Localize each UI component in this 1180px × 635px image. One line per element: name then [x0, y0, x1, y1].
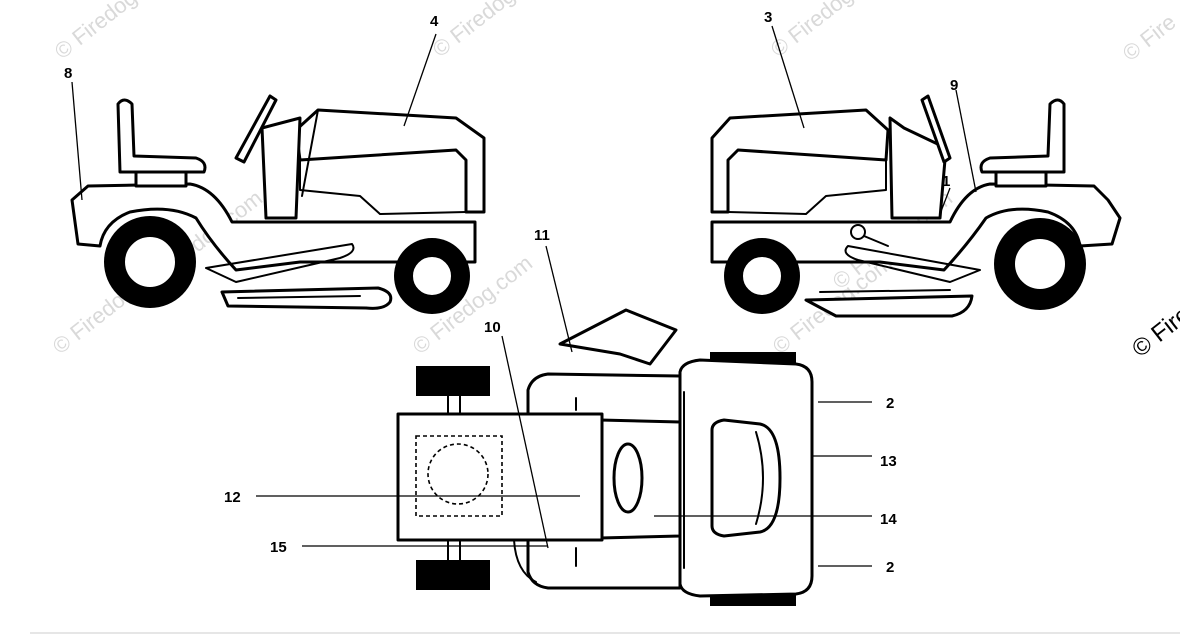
- callout-9: 9: [950, 77, 958, 94]
- watermark: © Firedog.com: [50, 0, 179, 64]
- callout-3: 3: [764, 9, 772, 26]
- callout-14: 14: [880, 511, 897, 528]
- tractor-left-side-view: [70, 94, 486, 314]
- watermark: © Firedog.com: [428, 0, 557, 62]
- watermark: © Firedog.com: [766, 0, 895, 62]
- callout-13: 13: [880, 453, 897, 470]
- tractor-top-view: [396, 308, 814, 606]
- callout-2-upper: 2: [886, 395, 894, 412]
- tractor-right-side-view: [710, 94, 1122, 318]
- watermark: © Fire: [1118, 9, 1180, 66]
- callout-labels: 4 8 3 9 1 11 10 12 15 2 13 14 2: [64, 9, 958, 576]
- callout-10: 10: [484, 319, 501, 336]
- watermark-edge: © Fire: [1127, 301, 1180, 363]
- leader-lines: [71, 25, 977, 567]
- callout-8: 8: [64, 65, 72, 82]
- callout-12: 12: [224, 489, 241, 506]
- callout-4: 4: [430, 13, 439, 30]
- callout-15: 15: [270, 539, 287, 556]
- callout-1: 1: [942, 173, 950, 190]
- callout-2-lower: 2: [886, 559, 894, 576]
- callout-11: 11: [534, 227, 550, 244]
